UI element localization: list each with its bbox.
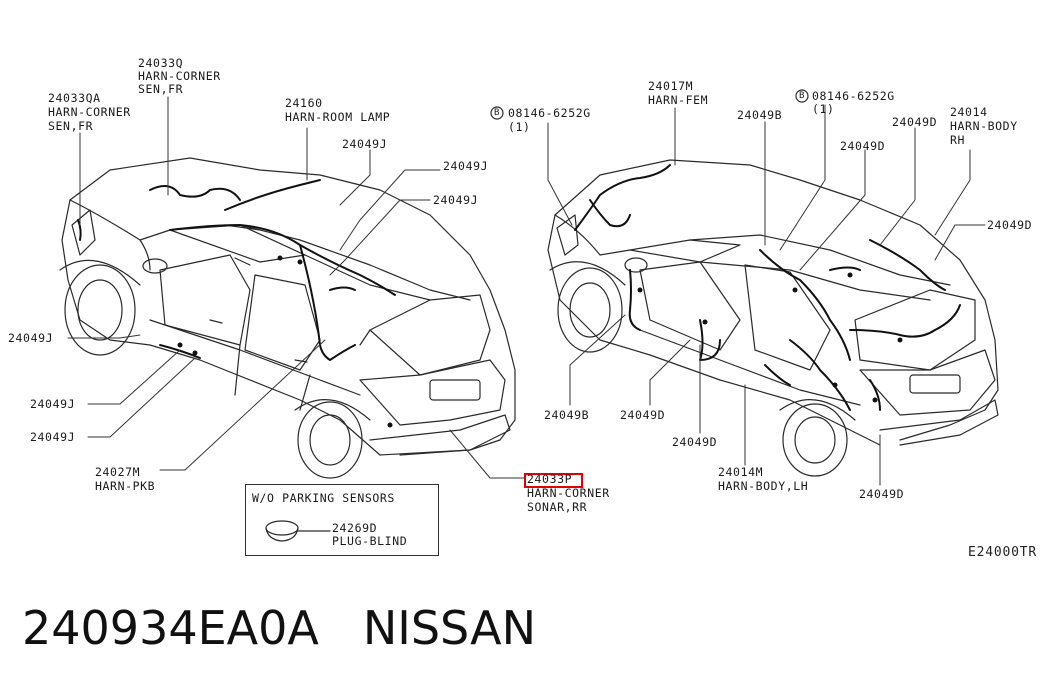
label-24049d-d: 24049D — [620, 408, 666, 422]
label-harn-corner-fr-2: HARN-CORNER — [138, 69, 221, 83]
label-harn-corner-fr-1: HARN-CORNER — [48, 105, 131, 119]
bolt-symbol-1: B — [494, 108, 501, 118]
label-harn-body-lh: HARN-BODY,LH — [718, 479, 809, 493]
label-sen-fr-1: SEN,FR — [48, 119, 94, 133]
label-bolt-1-qty: (1) — [508, 120, 531, 134]
label-24014m: 24014M — [718, 465, 764, 479]
right-vehicle-outline — [547, 159, 999, 477]
label-harn-body: HARN-BODY — [950, 119, 1018, 133]
label-24049j-a: 24049J — [342, 137, 388, 151]
plug-blind-icon — [265, 520, 331, 542]
label-24014: 24014 — [950, 105, 988, 119]
right-leader-lines — [547, 104, 986, 486]
label-sonar-rr: SONAR,RR — [527, 500, 588, 514]
label-24017m: 24017M — [648, 79, 694, 93]
label-bolt-2: 08146-6252G — [812, 89, 895, 103]
label-plug-blind: PLUG-BLIND — [332, 534, 408, 548]
part-number: 240934EA0A — [22, 601, 319, 655]
diagram-code: E24000TR — [967, 545, 1037, 560]
label-harn-pkb: HARN-PKB — [95, 479, 156, 493]
label-wo-parking-sensors: W/O PARKING SENSORS — [252, 491, 395, 505]
label-24027m: 24027M — [95, 465, 141, 479]
right-vehicle-harness — [574, 164, 961, 411]
label-rh: RH — [950, 133, 966, 147]
left-vehicle-harness — [77, 179, 396, 361]
label-harn-fem: HARN-FEM — [648, 93, 709, 107]
label-24049j-e: 24049J — [30, 397, 76, 411]
label-24033q: 24033Q — [138, 56, 184, 70]
left-leader-lines — [67, 96, 526, 479]
label-24049j-c: 24049J — [433, 193, 479, 207]
label-24033p: 24033P — [527, 472, 573, 486]
label-24049d-b: 24049D — [840, 139, 886, 153]
footer-caption: 240934EA0A NISSAN — [22, 600, 536, 656]
label-harn-room-lamp: HARN-ROOM LAMP — [285, 110, 391, 124]
label-24049j-f: 24049J — [30, 430, 76, 444]
label-24049d-e: 24049D — [672, 435, 718, 449]
label-harn-corner-rr: HARN-CORNER — [527, 486, 610, 500]
label-24269d: 24269D — [332, 521, 378, 535]
bolt-symbol-2: B — [799, 91, 806, 101]
label-24033qa: 24033QA — [48, 91, 101, 105]
label-24049b-b: 24049B — [544, 408, 590, 422]
label-24049b-a: 24049B — [737, 108, 783, 122]
label-bolt-1: 08146-6252G — [508, 106, 591, 120]
label-sen-fr-2: SEN,FR — [138, 82, 184, 96]
brand-name: NISSAN — [362, 601, 536, 655]
highlight-box — [524, 473, 583, 488]
label-24049d-a: 24049D — [892, 115, 938, 129]
label-24049d-c: 24049D — [987, 218, 1033, 232]
label-24160: 24160 — [285, 96, 323, 110]
left-vehicle-connectors — [177, 255, 393, 428]
parking-sensor-box — [245, 484, 439, 556]
label-24049j-b: 24049J — [443, 159, 489, 173]
right-vehicle-connectors — [637, 272, 903, 403]
bolt-symbols — [490, 89, 809, 120]
label-24049d-f: 24049D — [859, 487, 905, 501]
label-24049j-d: 24049J — [8, 331, 54, 345]
label-bolt-2-qty: (1) — [812, 102, 835, 116]
